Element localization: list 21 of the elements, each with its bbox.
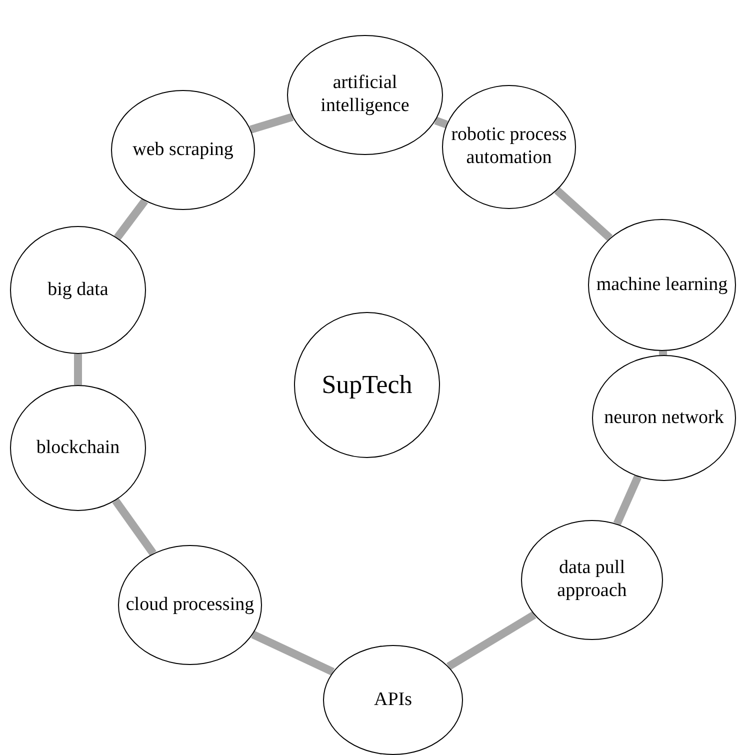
node-label: cloud processing <box>124 594 256 616</box>
connector-line <box>74 354 82 385</box>
connector-line <box>112 498 156 556</box>
node-label: APIs <box>372 688 413 712</box>
connector-line <box>114 198 148 240</box>
connector-line <box>554 187 613 242</box>
node-label: SupTech <box>320 369 414 401</box>
connector-line <box>613 475 642 526</box>
connector-line <box>434 116 448 128</box>
node-label: data pull approach <box>556 557 628 603</box>
node-label: artificial intelligence <box>320 72 410 118</box>
node-label: machine learning <box>595 274 729 296</box>
node-label: neuron network <box>603 406 725 430</box>
node-label: blockchain <box>35 436 121 460</box>
connector-line <box>659 350 668 356</box>
node-label: robotic process automation <box>450 124 568 170</box>
connector-line <box>251 630 335 676</box>
connector-line <box>250 113 294 134</box>
node-label: web scraping <box>132 138 234 162</box>
node-label: big data <box>46 278 110 302</box>
connector-line <box>446 611 536 670</box>
